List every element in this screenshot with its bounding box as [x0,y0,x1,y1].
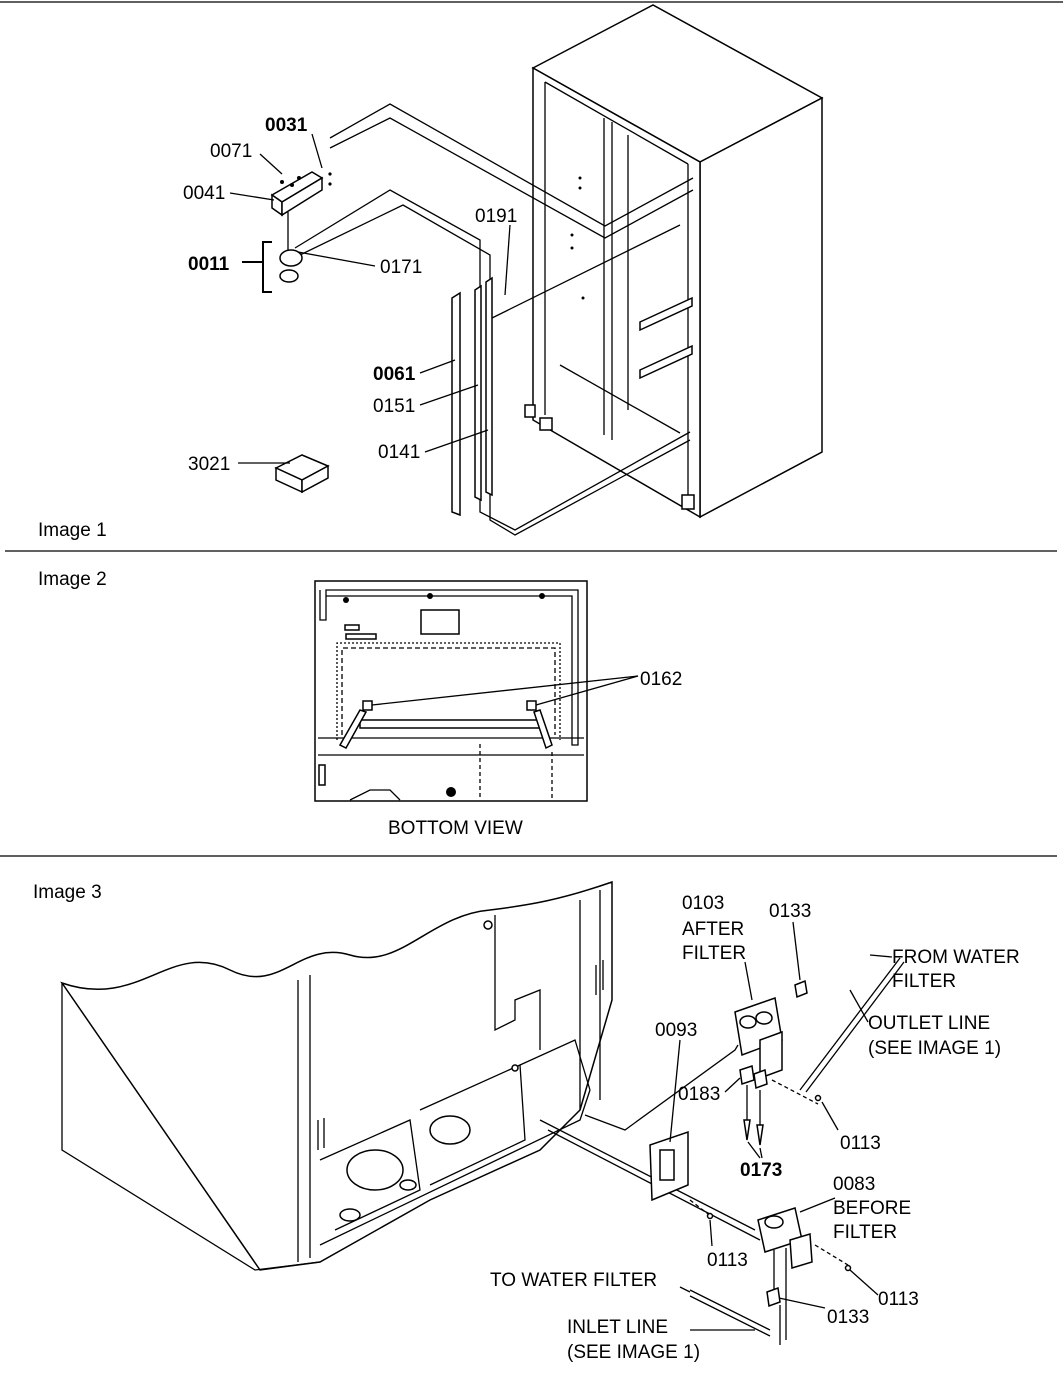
callout-0113-upper: 0113 [840,1133,881,1154]
callout-0061: 0061 [373,364,416,385]
callout-0093: 0093 [655,1020,697,1041]
callout-0191: 0191 [475,206,517,227]
callout-0083: 0083 [833,1174,875,1195]
callout-0162: 0162 [640,669,682,690]
before-filter-line2: FILTER [833,1222,897,1243]
outlet-line-label: OUTLET LINE [868,1013,990,1034]
refrigerator-lower-back [60,880,613,1271]
part-0083-valve [706,1207,852,1345]
before-filter-line1: BEFORE [833,1198,911,1219]
callout-0151: 0151 [373,396,415,417]
after-filter-line2: FILTER [682,943,746,964]
refrigerator-cabinet [524,4,824,519]
callout-0103: 0103 [682,893,724,914]
callout-0071: 0071 [210,141,252,162]
callout-0113-lower: 0113 [878,1289,919,1310]
part-0151-tube [474,284,482,502]
image3-label: Image 3 [33,882,102,903]
image3-panel: Image 3 [33,880,1020,1363]
from-water-filter-line1: FROM WATER [892,947,1020,968]
part-0103-valve [734,979,822,1146]
part-0093-bracket [649,1130,689,1202]
callout-0183: 0183 [678,1084,720,1105]
image1-panel: Image 1 [38,4,824,541]
part-0133-nut-upper [794,979,808,999]
bottom-view-detail [318,589,584,801]
outlet-line-see-image: (SEE IMAGE 1) [868,1038,1001,1059]
callout-0171: 0171 [380,257,422,278]
part-3021-box [274,454,330,494]
callout-0041: 0041 [183,183,225,204]
part-0133-nut-lower [766,1286,781,1308]
callout-0031: 0031 [265,115,308,136]
callout-0133-upper: 0133 [769,901,811,922]
callout-3021: 3021 [188,454,230,475]
image1-label: Image 1 [38,520,107,541]
inlet-line-see-image: (SEE IMAGE 1) [567,1342,700,1363]
image2-label: Image 2 [38,569,107,590]
part-0183-nut [739,1065,755,1085]
from-water-filter-line2: FILTER [892,971,956,992]
callout-0173: 0173 [740,1160,782,1181]
callout-0133-lower: 0133 [827,1307,869,1328]
callout-0011: 0011 [188,254,230,275]
door-tubes [451,276,493,517]
valve-bracket-assembly [270,171,332,283]
bottom-view-caption: BOTTOM VIEW [388,818,523,839]
part-0061-tube [451,291,461,517]
callout-0113-middle: 0113 [707,1250,748,1271]
image2-panel: Image 2 0162 BOTTO [38,569,682,839]
callout-0141: 0141 [378,442,420,463]
after-filter-line1: AFTER [682,919,744,940]
inlet-line-label: INLET LINE [567,1317,668,1338]
callout-0011-bracket [262,241,272,293]
part-0141-tube [485,276,493,497]
to-water-filter-label: TO WATER FILTER [490,1270,657,1291]
part-0162-right [526,700,537,711]
part-0162-left [362,700,373,711]
